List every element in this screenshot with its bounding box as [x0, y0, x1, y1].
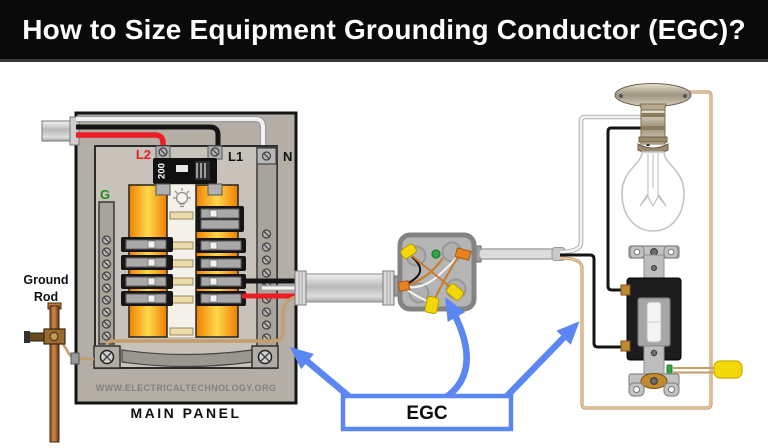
- egc-arrow-right: [501, 321, 580, 402]
- box-ground-screw: [431, 249, 441, 259]
- bulb-glass: [621, 151, 685, 232]
- egc-arrow-left: [289, 346, 355, 402]
- panel-ground-wire: [105, 295, 297, 352]
- egc-arrow-middle: [441, 297, 470, 402]
- ground-rod: Ground Rod: [23, 273, 94, 443]
- main-panel-caption: MAIN PANEL: [130, 405, 241, 421]
- ceiling-light: [614, 83, 692, 232]
- title-bar: How to Size Equipment Grounding Conducto…: [0, 0, 768, 62]
- wire-nut: [424, 295, 440, 315]
- branch-breakers-right: [195, 206, 247, 307]
- ground-loop-wire-highlight: [559, 91, 712, 409]
- conduit-couplers: [294, 270, 395, 306]
- light-canopy: [614, 83, 692, 107]
- conduit: [294, 270, 395, 306]
- light-socket: [637, 109, 669, 155]
- outgoing-cable: [478, 247, 566, 261]
- egc-callout: EGC: [289, 297, 580, 432]
- ground-rod-body: [49, 305, 60, 443]
- ground-wire-entry-clamp: [70, 352, 80, 365]
- toggle-switch: [620, 245, 743, 397]
- ground-rod-label-line1: Ground: [23, 273, 68, 287]
- label-neutral: N: [283, 149, 292, 164]
- service-hot-black-wire: [76, 124, 221, 150]
- service-entrance-conduit: [41, 116, 80, 146]
- panel-bottom-lugs: [93, 345, 279, 369]
- box-push-connectors: [397, 247, 472, 292]
- main-panel: 200 L2 L1 N G: [41, 111, 306, 405]
- label-l2: L2: [136, 147, 151, 162]
- egc-label: EGC: [406, 403, 447, 424]
- label-ground: G: [100, 187, 110, 202]
- box-wire-nuts: [400, 243, 464, 315]
- bulb-filament: [639, 154, 667, 208]
- service-neutral-wire: [76, 117, 265, 148]
- main-breaker: 200: [153, 145, 223, 196]
- switch-yoke-top: [628, 245, 680, 282]
- bulb-icon: [173, 188, 191, 208]
- switch-yoke-bottom: [628, 345, 680, 397]
- wire-nut: [400, 243, 417, 260]
- main-breaker-rating-label: 200: [157, 163, 168, 179]
- switch-ground-pigtail: [673, 367, 716, 374]
- service-hot-red-wire: [76, 132, 166, 152]
- junction-box: [393, 232, 482, 315]
- switch-terminals: [620, 284, 631, 352]
- bus-stab-tabs: [169, 211, 194, 336]
- label-l1: L1: [228, 149, 243, 164]
- feed-hot-wire: [560, 253, 626, 349]
- wire-nut: [713, 360, 743, 379]
- ground-bus-bar: [98, 201, 115, 345]
- conduit-tube: [302, 273, 388, 303]
- page-title: How to Size Equipment Grounding Conducto…: [22, 13, 746, 45]
- egc-label-box: [340, 393, 514, 432]
- panel-watermark: WWW.ELECTRICALTECHNOLOGY.ORG: [96, 383, 277, 393]
- ground-rod-label-line2: Rod: [34, 290, 58, 304]
- neutral-bus-bar: [256, 146, 278, 368]
- ground-rod-clamp: [24, 328, 66, 345]
